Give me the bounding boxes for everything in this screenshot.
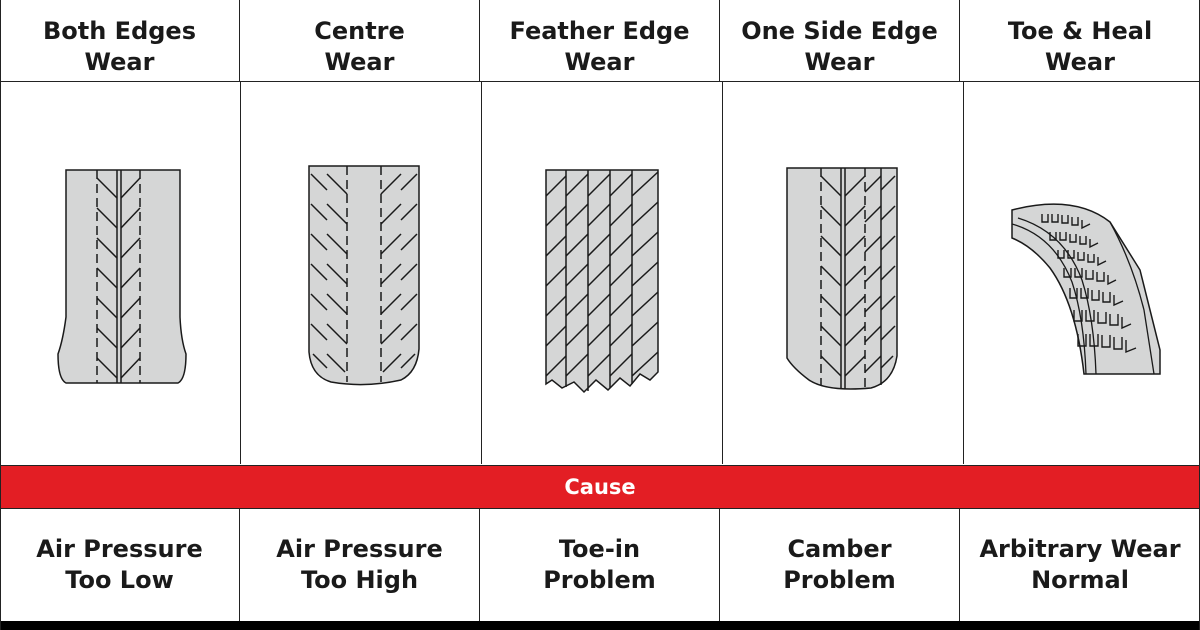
- cause-label: Camber Problem: [783, 534, 896, 594]
- header-label: Both Edges Wear: [42, 17, 196, 76]
- cause-banner-label: Cause: [564, 475, 636, 499]
- cause-label: Air Pressure Too Low: [36, 534, 203, 594]
- illustration-cell-both-edges: [0, 82, 241, 464]
- cause-cell-feather-edge: Toe-in Problem: [480, 508, 720, 621]
- illustration-cell-centre: [241, 82, 482, 464]
- illustration-row: [0, 82, 1200, 464]
- header-label: One Side Edge Wear: [741, 17, 938, 76]
- header-cell-both-edges: Both Edges Wear: [0, 0, 240, 81]
- header-cell-feather-edge: Feather Edge Wear: [480, 0, 720, 81]
- cause-banner: Cause: [0, 465, 1200, 509]
- illustration-cell-one-side-edge: [723, 82, 964, 464]
- tyre-feather-edge-wear-icon: [545, 169, 659, 394]
- header-label: Feather Edge Wear: [509, 17, 690, 76]
- bottom-border: [0, 621, 1200, 630]
- tyre-centre-wear-icon: [308, 165, 420, 386]
- illustration-cell-toe-heal: [964, 82, 1200, 464]
- cause-label: Arbitrary Wear Normal: [979, 534, 1181, 594]
- tyre-both-edges-wear-icon: [57, 169, 187, 384]
- header-row: Both Edges Wear Centre Wear Feather Edge…: [0, 0, 1200, 82]
- header-cell-centre: Centre Wear: [240, 0, 480, 81]
- cause-cell-toe-heal: Arbitrary Wear Normal: [960, 508, 1200, 621]
- cause-row: Air Pressure Too Low Air Pressure Too Hi…: [0, 508, 1200, 621]
- header-label: Toe & Heal Wear: [1007, 17, 1153, 76]
- cause-label: Toe-in Problem: [543, 534, 656, 594]
- cause-label: Air Pressure Too High: [276, 534, 443, 594]
- tyre-one-side-edge-wear-icon: [786, 167, 898, 390]
- tyre-toe-heal-wear-icon: [1011, 203, 1161, 375]
- cause-cell-both-edges: Air Pressure Too Low: [0, 508, 240, 621]
- header-cell-one-side-edge: One Side Edge Wear: [720, 0, 960, 81]
- header-cell-toe-heal: Toe & Heal Wear: [960, 0, 1200, 81]
- cause-cell-centre: Air Pressure Too High: [240, 508, 480, 621]
- header-label: Centre Wear: [314, 17, 405, 76]
- illustration-cell-feather-edge: [482, 82, 723, 464]
- cause-cell-one-side-edge: Camber Problem: [720, 508, 960, 621]
